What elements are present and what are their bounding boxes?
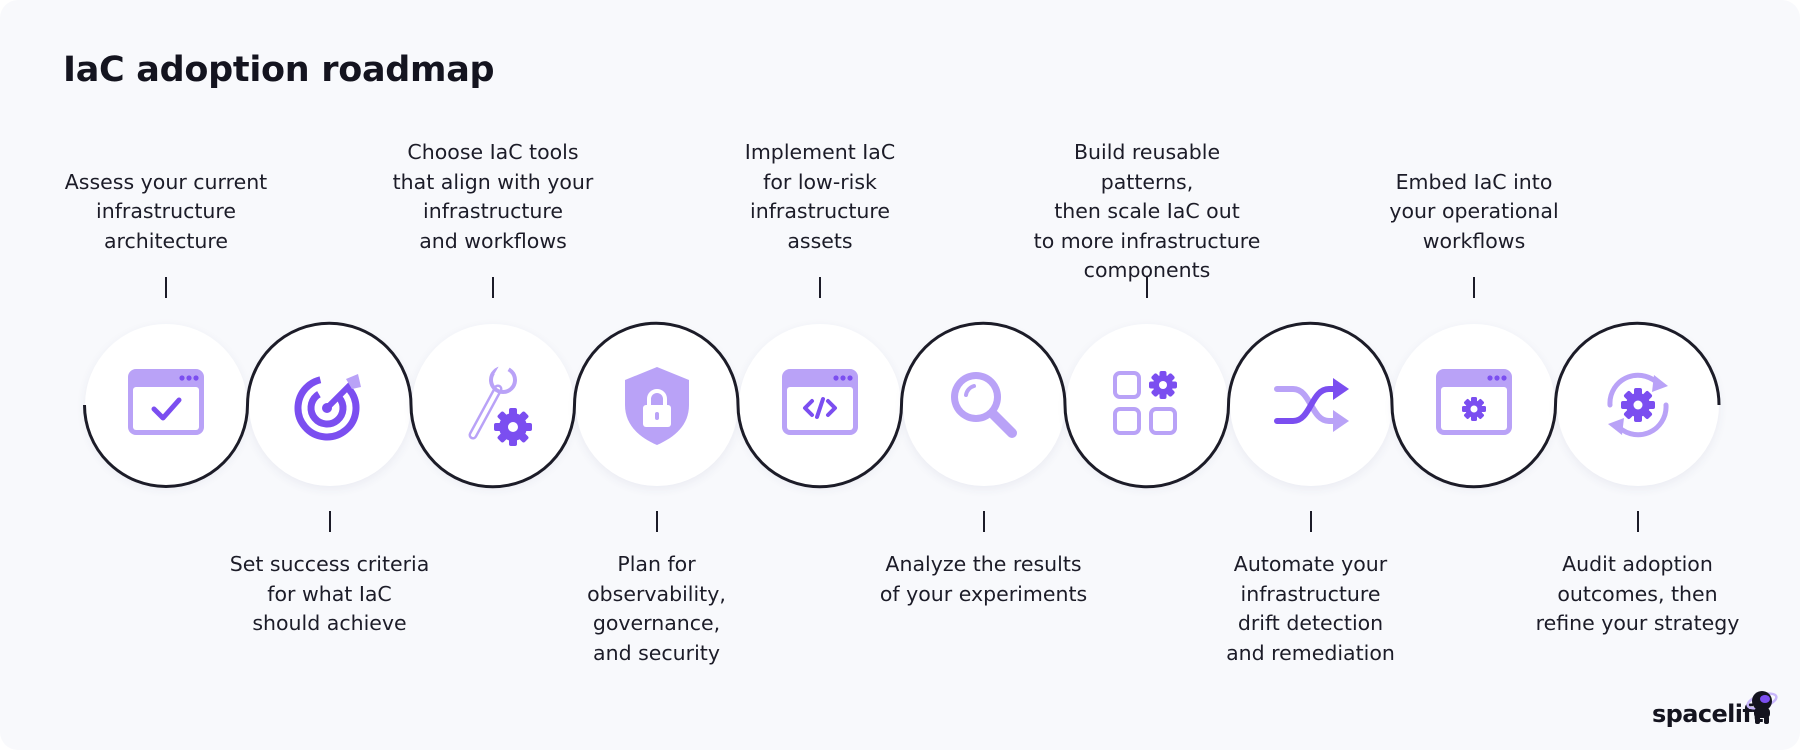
step-label-6: Analyze the results of your experiments xyxy=(879,552,1088,606)
step-tick-5 xyxy=(819,277,821,298)
browser-gear-icon xyxy=(1436,369,1512,435)
browser-check-icon xyxy=(128,369,204,435)
step-label-4: Plan for observability, governance, and … xyxy=(587,552,726,665)
shield-lock-icon xyxy=(624,367,689,445)
step-label-8: Automate your infrastructure drift detec… xyxy=(1226,552,1395,665)
step-circle-10 xyxy=(1556,324,1719,486)
browser-code-icon xyxy=(782,369,858,435)
apps-grid-gear-icon xyxy=(1113,371,1177,435)
step-tick-4 xyxy=(655,511,658,532)
target-icon xyxy=(294,374,361,441)
refresh-gear-icon xyxy=(1606,372,1669,438)
step-circle-1 xyxy=(85,324,247,486)
step-circle-9 xyxy=(1393,324,1555,486)
step-circle-7 xyxy=(1066,324,1228,486)
step-circle-4 xyxy=(575,324,738,486)
step-label-7: Build reusable patterns, then scale IaC … xyxy=(1033,140,1261,282)
step-tick-1 xyxy=(165,277,167,298)
astronaut-logo-icon xyxy=(1746,691,1778,724)
connector-path xyxy=(83,321,1721,489)
step-circle-6 xyxy=(902,324,1065,486)
step-circle-5 xyxy=(739,324,901,486)
step-tick-10 xyxy=(1636,511,1639,532)
page-title: IaC adoption roadmap xyxy=(63,50,495,90)
step-label-9: Embed IaC into your operational workflow… xyxy=(1389,169,1559,253)
step-label-1: Assess your current infrastructure archi… xyxy=(64,169,268,253)
step-tick-3 xyxy=(492,277,494,298)
step-label-10: Audit adoption outcomes, then refine you… xyxy=(1535,552,1740,635)
step-tick-2 xyxy=(328,511,331,532)
magnifier-icon xyxy=(950,372,1017,438)
step-circle-3 xyxy=(412,324,574,486)
step-label-3: Choose IaC tools that align with your in… xyxy=(392,140,594,253)
step-circle-2 xyxy=(248,324,411,486)
step-tick-7 xyxy=(1146,277,1148,298)
wrench-gear-icon xyxy=(468,361,532,446)
step-tick-6 xyxy=(982,511,985,532)
step-tick-9 xyxy=(1473,277,1475,298)
brand-name: spacelift xyxy=(1652,700,1764,728)
shuffle-icon xyxy=(1273,378,1349,432)
step-tick-8 xyxy=(1309,511,1312,532)
step-label-5: Implement IaC for low-risk infrastructur… xyxy=(744,140,896,253)
step-label-2: Set success criteria for what IaC should… xyxy=(229,552,430,635)
step-circle-8 xyxy=(1229,324,1392,486)
